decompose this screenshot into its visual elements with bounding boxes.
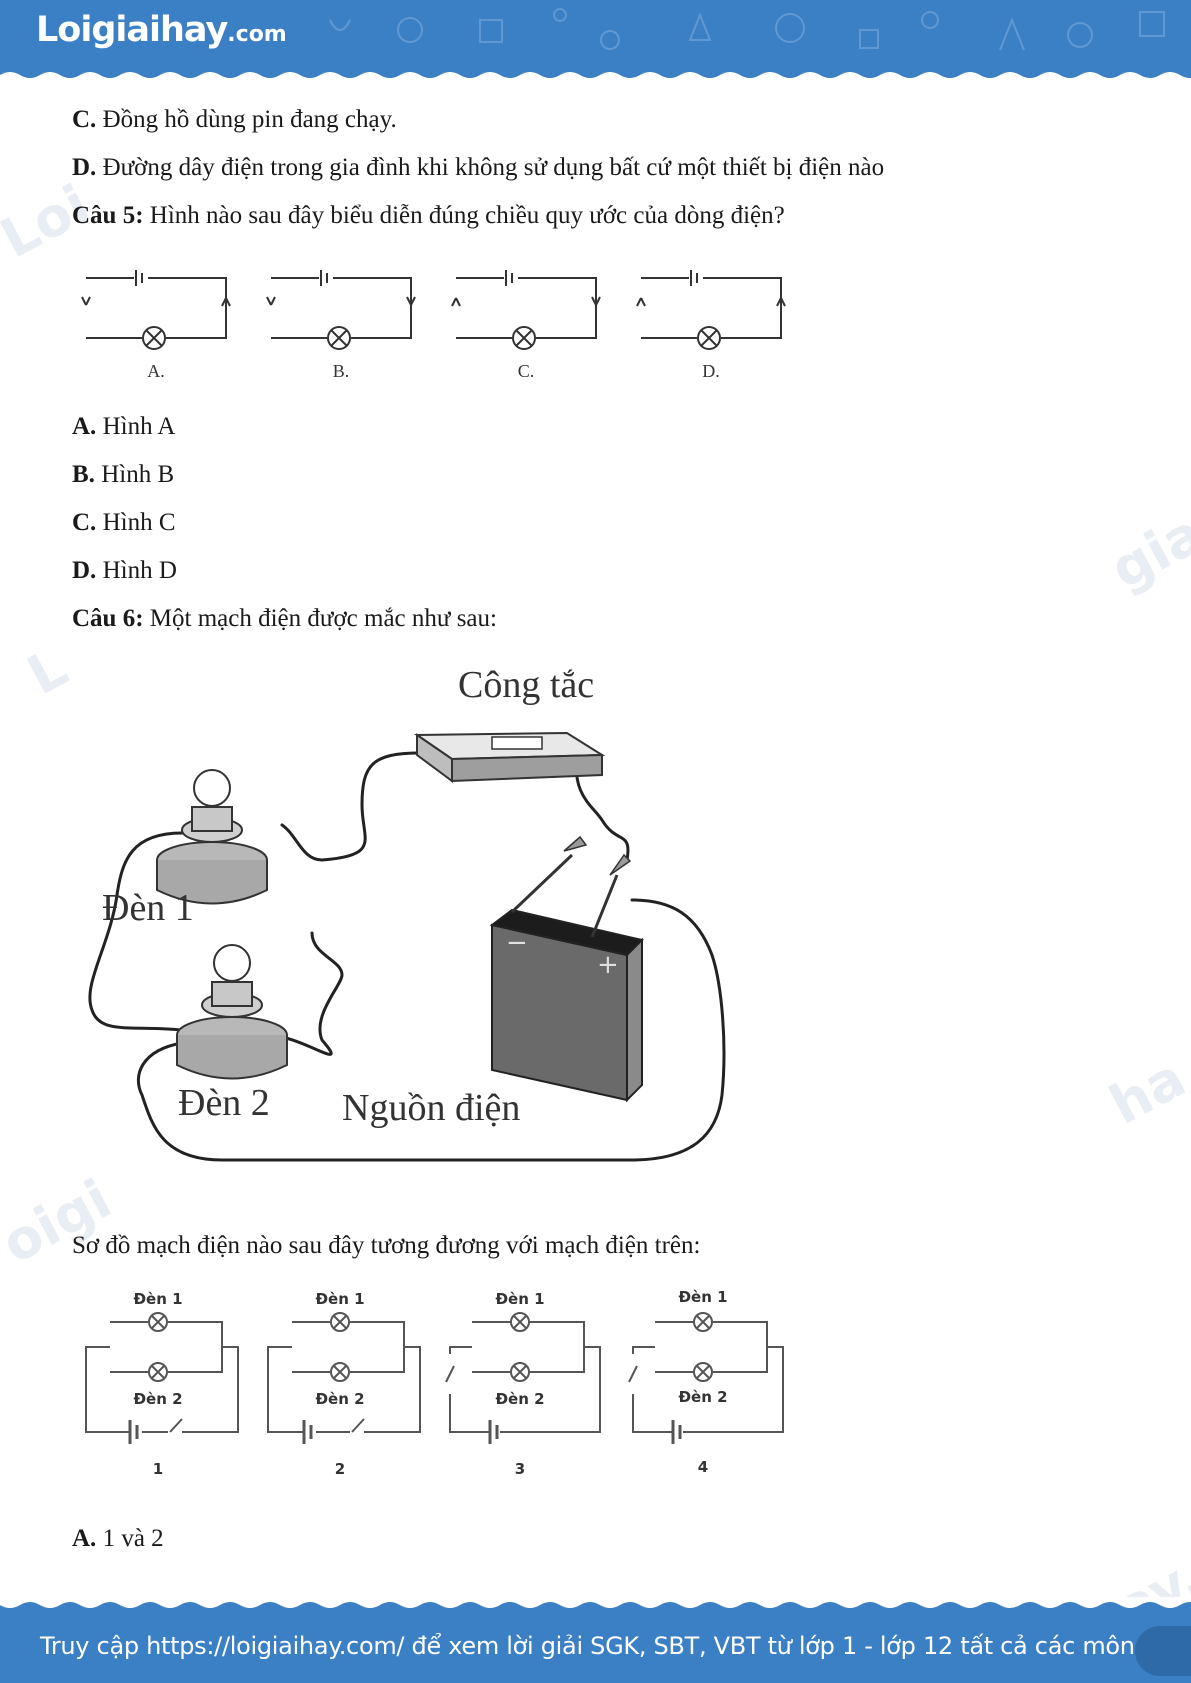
q5-figure-label: D. [702,361,720,381]
watermark: gia [1100,501,1191,602]
q5-figure-a [81,270,231,350]
watermark: ha [1099,1046,1191,1137]
battery-illustration: − + [489,835,644,1103]
lamp-1-label: Đèn 1 [102,887,194,929]
schematic-2-number: 2 [335,1460,345,1478]
q6-circuit-illustration: − + Công tắc Đèn 1 Đèn 2 Nguồn điện [88,664,726,1162]
schematic-2-lamp2: Đèn 2 [315,1390,364,1408]
schematic-3-lamp1: Đèn 1 [495,1290,544,1308]
switch-label: Công tắc [458,664,594,706]
lamp-2-illustration [176,944,288,1080]
q5-figure-c [451,270,601,350]
footer-link-text[interactable]: Truy cập https://loigiaihay.com/ để xem … [40,1632,1135,1660]
page-footer: Truy cập https://loigiaihay.com/ để xem … [0,1597,1191,1683]
q4-option-c: C. Đồng hồ dùng pin đang chạy. [72,106,397,133]
schematic-3-number: 3 [515,1460,525,1478]
schematic-3-lamp2: Đèn 2 [495,1390,544,1408]
schematic-4 [628,1312,784,1444]
schematic-1-lamp2: Đèn 2 [133,1390,182,1408]
q6-schematic-options: Đèn 1 Đèn 2 1 Đèn 1 Đèn 2 2 Đèn 1 Đèn 2 … [85,1288,784,1478]
header-wave [0,72,1191,83]
page-header: Loigiaihay.com [0,0,1191,83]
lamp-2-label: Đèn 2 [178,1082,270,1124]
battery-minus: − [506,928,528,958]
header-decoration [329,8,1165,51]
power-source-label: Nguồn điện [342,1087,520,1129]
battery-plus: + [597,950,619,980]
q5-option-a: A. Hình A [72,413,176,440]
switch-illustration [413,731,606,783]
schematic-4-number: 4 [698,1458,708,1476]
footer-decoration [1135,1626,1191,1676]
q5-option-d: D. Hình D [72,557,177,584]
schematic-4-lamp2: Đèn 2 [678,1388,727,1406]
q5-figure-b [266,270,416,350]
schematic-1-number: 1 [153,1460,163,1478]
schematic-2 [267,1312,421,1444]
q5-figure-label: B. [333,361,350,381]
schematic-2-lamp1: Đèn 1 [315,1290,364,1308]
schematic-4-lamp1: Đèn 1 [678,1288,727,1306]
watermark: L [17,635,78,708]
q6-option-a: A. 1 và 2 [72,1525,164,1552]
q4-option-d: D. Đường dây điện trong gia đình khi khô… [72,154,885,181]
question-6: Câu 6: Một mạch điện được mắc như sau: [72,605,497,632]
question-5: Câu 5: Hình nào sau đây biểu diễn đúng c… [72,202,785,229]
footer-wave [0,1597,1191,1608]
q5-figure-label: A. [147,361,165,381]
schematic-3 [445,1312,601,1444]
q5-figure-label: C. [518,361,535,381]
schematic-1 [85,1312,239,1444]
q5-option-b: B. Hình B [72,461,175,488]
site-logo[interactable]: Loigiaihay.com [36,10,287,50]
lamp-1-illustration [156,769,268,905]
q5-figure-d [636,270,786,350]
q5-option-c: C. Hình C [72,509,176,536]
q6-prompt: Sơ đồ mạch điện nào sau đây tương đương … [72,1232,701,1259]
schematic-1-lamp1: Đèn 1 [133,1290,182,1308]
q5-circuit-figures: A. B. C. D. [81,270,786,381]
